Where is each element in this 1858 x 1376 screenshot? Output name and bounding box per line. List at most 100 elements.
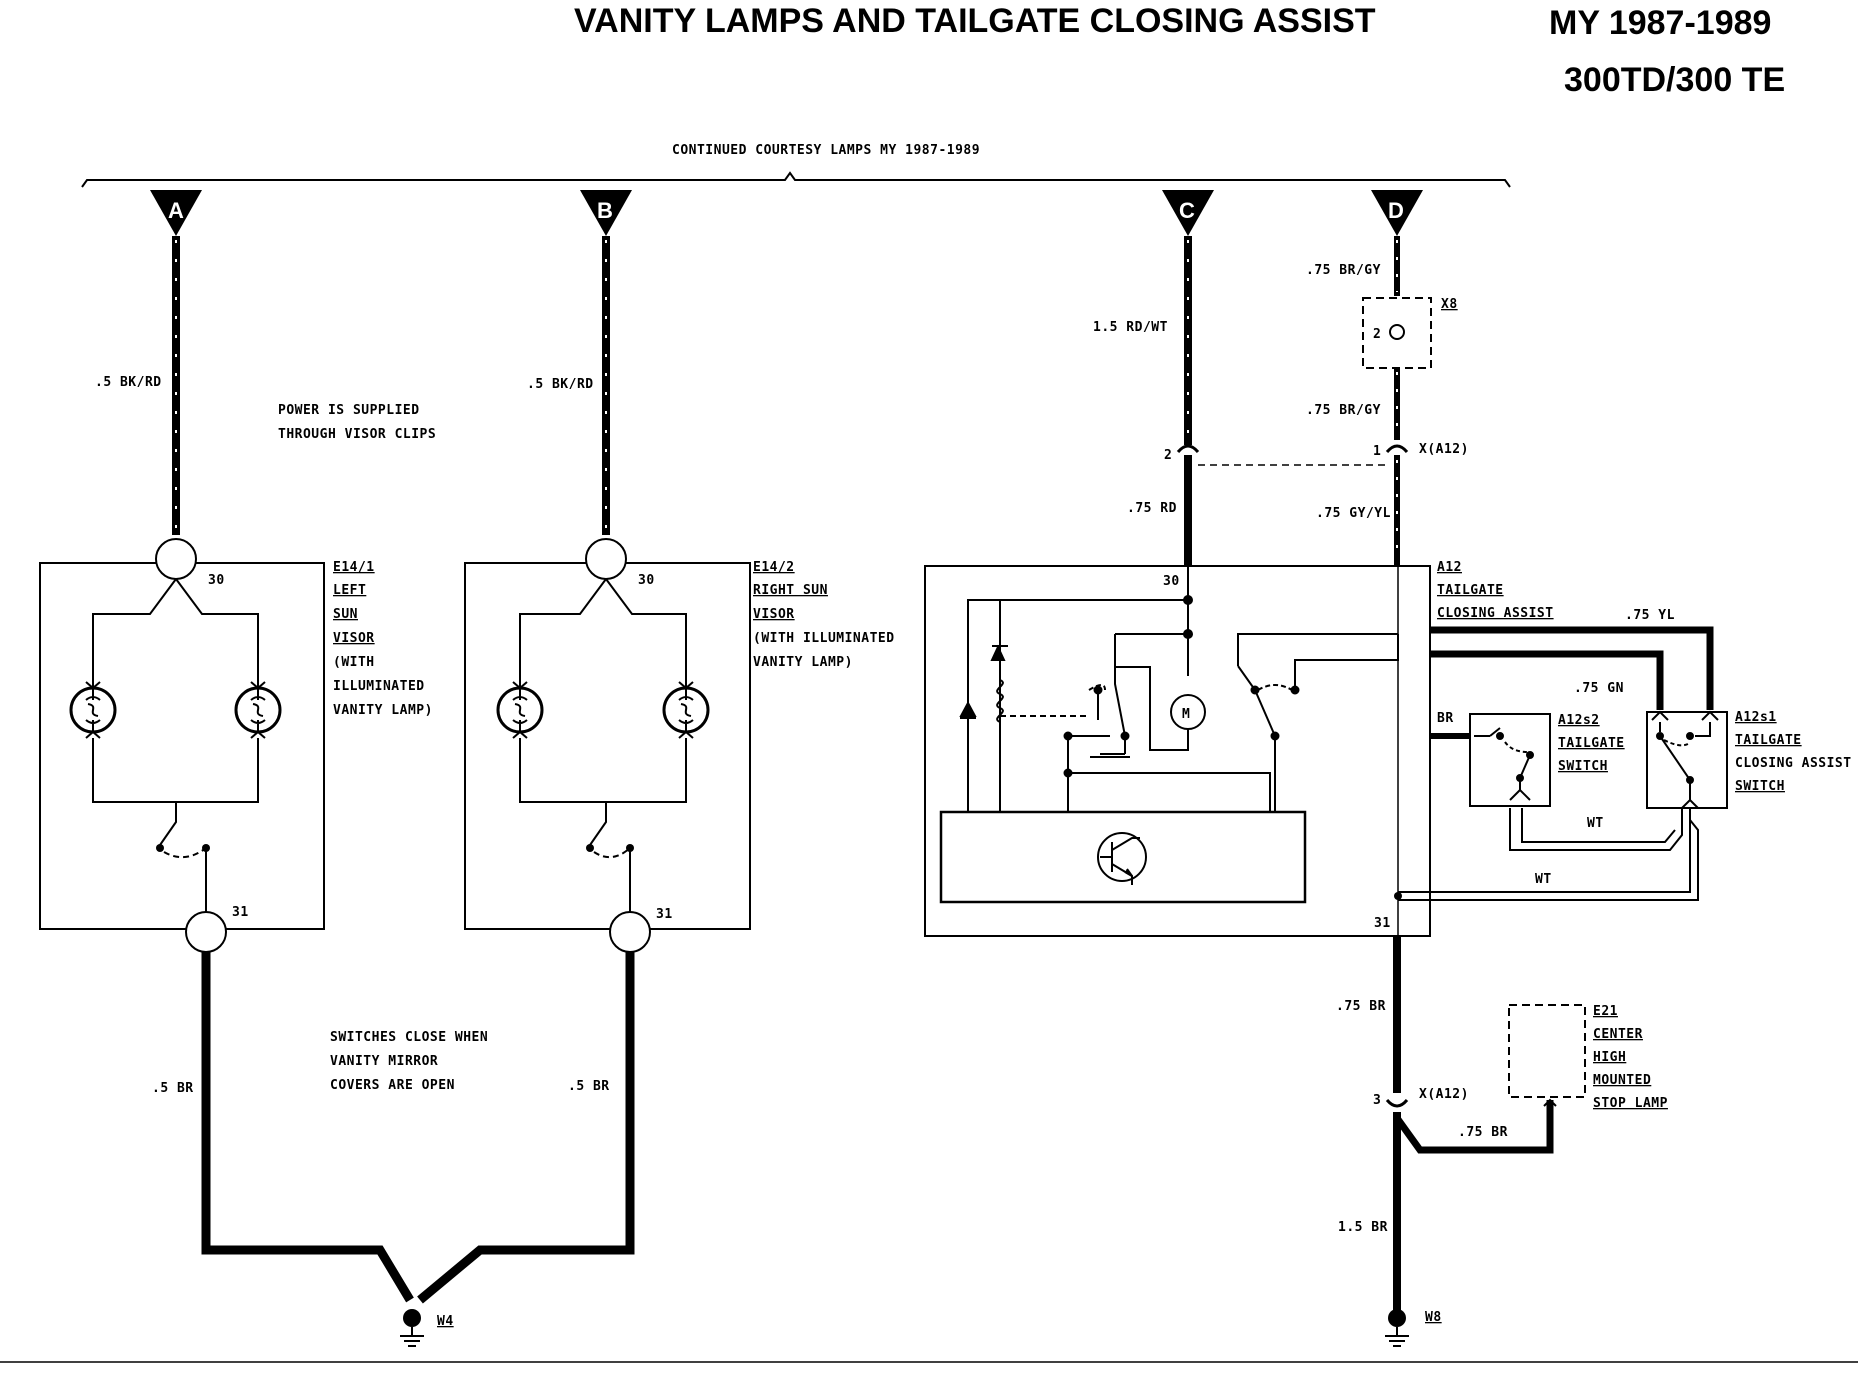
wire-gn xyxy=(1430,650,1664,710)
svg-text:TAILGATE: TAILGATE xyxy=(1558,736,1625,751)
right-lamp-1-icon xyxy=(496,681,544,739)
svg-text:X(A12): X(A12) xyxy=(1419,442,1469,457)
svg-text:VANITY MIRROR: VANITY MIRROR xyxy=(330,1054,438,1069)
connector-xa12-c xyxy=(1176,444,1200,454)
a12s2-switch-icon xyxy=(1474,727,1534,801)
bus-bracket xyxy=(81,171,1511,188)
svg-text:VANITY LAMP): VANITY LAMP) xyxy=(333,703,433,718)
right-lamp-2-icon xyxy=(662,681,710,739)
a12s2-id: A12s2 xyxy=(1558,713,1600,728)
svg-text:CLOSING ASSIST: CLOSING ASSIST xyxy=(1735,756,1852,771)
svg-text:1.5 BR: 1.5 BR xyxy=(1338,1220,1388,1235)
power-note-1: POWER IS SUPPLIED xyxy=(278,403,420,418)
power-note-2: THROUGH VISOR CLIPS xyxy=(278,427,436,442)
svg-text:3: 3 xyxy=(1373,1093,1381,1108)
svg-text:X(A12): X(A12) xyxy=(1419,1087,1469,1102)
page-title: VANITY LAMPS AND TAILGATE CLOSING ASSIST xyxy=(574,2,1376,40)
svg-text:ILLUMINATED: ILLUMINATED xyxy=(333,679,425,694)
left-visor-box xyxy=(39,562,325,930)
svg-text:M: M xyxy=(1182,707,1190,722)
connector-b: B xyxy=(580,190,632,236)
model-years: MY 1987-1989 xyxy=(1549,4,1771,42)
svg-text:TAILGATE: TAILGATE xyxy=(1437,583,1504,598)
svg-text:SWITCHES CLOSE WHEN: SWITCHES CLOSE WHEN xyxy=(330,1030,488,1045)
svg-text:.75 YL: .75 YL xyxy=(1625,608,1675,623)
svg-text:RIGHT SUN: RIGHT SUN xyxy=(753,583,828,598)
e14-1-id: E14/1 xyxy=(333,560,375,575)
wire-label-a-top: .5 BK/RD xyxy=(95,375,162,390)
wire-stop-lamp xyxy=(1394,1100,1554,1154)
wire-wt-1 xyxy=(1509,808,1683,851)
svg-text:BR: BR xyxy=(1437,711,1454,726)
svg-text:A: A xyxy=(168,198,184,223)
svg-text:.75 GY/YL: .75 GY/YL xyxy=(1316,506,1391,521)
svg-text:VANITY LAMP): VANITY LAMP) xyxy=(753,655,853,670)
svg-text:.75 GN: .75 GN xyxy=(1574,681,1624,696)
wire-wt-2 xyxy=(1398,808,1699,901)
connector-c: C xyxy=(1162,190,1214,236)
svg-text:SWITCH: SWITCH xyxy=(1735,779,1785,794)
connector-a: A xyxy=(150,190,202,236)
a12s1-switch-icon xyxy=(1651,710,1719,809)
left-lamp-1-icon xyxy=(69,681,117,739)
svg-text:VISOR: VISOR xyxy=(333,631,375,646)
svg-text:.75 BR/GY: .75 BR/GY xyxy=(1306,263,1381,278)
left-visor-pin-30 xyxy=(155,538,197,580)
wire-yl xyxy=(1430,626,1714,710)
svg-text:LEFT: LEFT xyxy=(333,583,366,598)
svg-text:1.5 RD/WT: 1.5 RD/WT xyxy=(1093,320,1168,335)
svg-text:D: D xyxy=(1388,198,1404,223)
svg-text:C: C xyxy=(1179,198,1195,223)
svg-text:31: 31 xyxy=(1374,916,1391,931)
connector-d: D xyxy=(1371,190,1423,236)
a12s2-switch-box xyxy=(1469,713,1551,807)
svg-text:CENTER: CENTER xyxy=(1593,1027,1643,1042)
svg-text:1: 1 xyxy=(1373,444,1381,459)
connector-xa12-d xyxy=(1385,444,1409,454)
svg-text:31: 31 xyxy=(232,905,249,920)
a12-internal-circuit xyxy=(959,566,1399,812)
e21-stop-lamp-box xyxy=(1508,1004,1586,1098)
ground-w4-label: W4 xyxy=(437,1314,454,1329)
svg-text:2: 2 xyxy=(1373,327,1381,342)
a12-module-box xyxy=(924,565,1431,937)
svg-text:30: 30 xyxy=(1163,574,1180,589)
svg-text:2: 2 xyxy=(1164,448,1172,463)
svg-text:HIGH: HIGH xyxy=(1593,1050,1626,1065)
ground-w8-icon xyxy=(1385,1309,1409,1347)
a12s1-id: A12s1 xyxy=(1735,710,1777,725)
right-visor-box xyxy=(464,562,751,930)
left-visor-pin-31 xyxy=(185,911,227,953)
svg-text:.75 RD: .75 RD xyxy=(1127,501,1177,516)
svg-text:STOP LAMP: STOP LAMP xyxy=(1593,1096,1668,1111)
svg-text:MOUNTED: MOUNTED xyxy=(1593,1073,1651,1088)
svg-text:CLOSING ASSIST: CLOSING ASSIST xyxy=(1437,606,1554,621)
wire-left-ground xyxy=(201,952,635,1304)
svg-text:30: 30 xyxy=(208,573,225,588)
svg-text:.75 BR: .75 BR xyxy=(1336,999,1386,1014)
svg-text:.5 BR: .5 BR xyxy=(568,1079,610,1094)
e21-id: E21 xyxy=(1593,1004,1618,1019)
svg-text:.5 BR: .5 BR xyxy=(152,1081,194,1096)
svg-text:.75 BR/GY: .75 BR/GY xyxy=(1306,403,1381,418)
a12-control-unit xyxy=(939,810,1307,904)
svg-text:VISOR: VISOR xyxy=(753,607,795,622)
svg-text:.75 BR: .75 BR xyxy=(1458,1125,1508,1140)
right-visor-pin-31 xyxy=(609,911,651,953)
a12-id: A12 xyxy=(1437,560,1462,575)
svg-text:X8: X8 xyxy=(1441,297,1458,312)
svg-text:30: 30 xyxy=(638,573,655,588)
svg-text:TAILGATE: TAILGATE xyxy=(1735,733,1802,748)
svg-text:(WITH: (WITH xyxy=(333,655,375,670)
transistor-icon xyxy=(1097,832,1147,885)
model-names: 300TD/300 TE xyxy=(1564,61,1785,99)
connector-xa12-bottom xyxy=(1385,1098,1409,1108)
e14-2-id: E14/2 xyxy=(753,560,795,575)
svg-text:WT: WT xyxy=(1535,872,1552,887)
ground-w4-icon xyxy=(400,1309,424,1347)
ground-w8-label: W8 xyxy=(1425,1310,1442,1325)
svg-text:SUN: SUN xyxy=(333,607,358,622)
left-visor-switch xyxy=(163,847,207,859)
right-visor-pin-30 xyxy=(585,538,627,580)
